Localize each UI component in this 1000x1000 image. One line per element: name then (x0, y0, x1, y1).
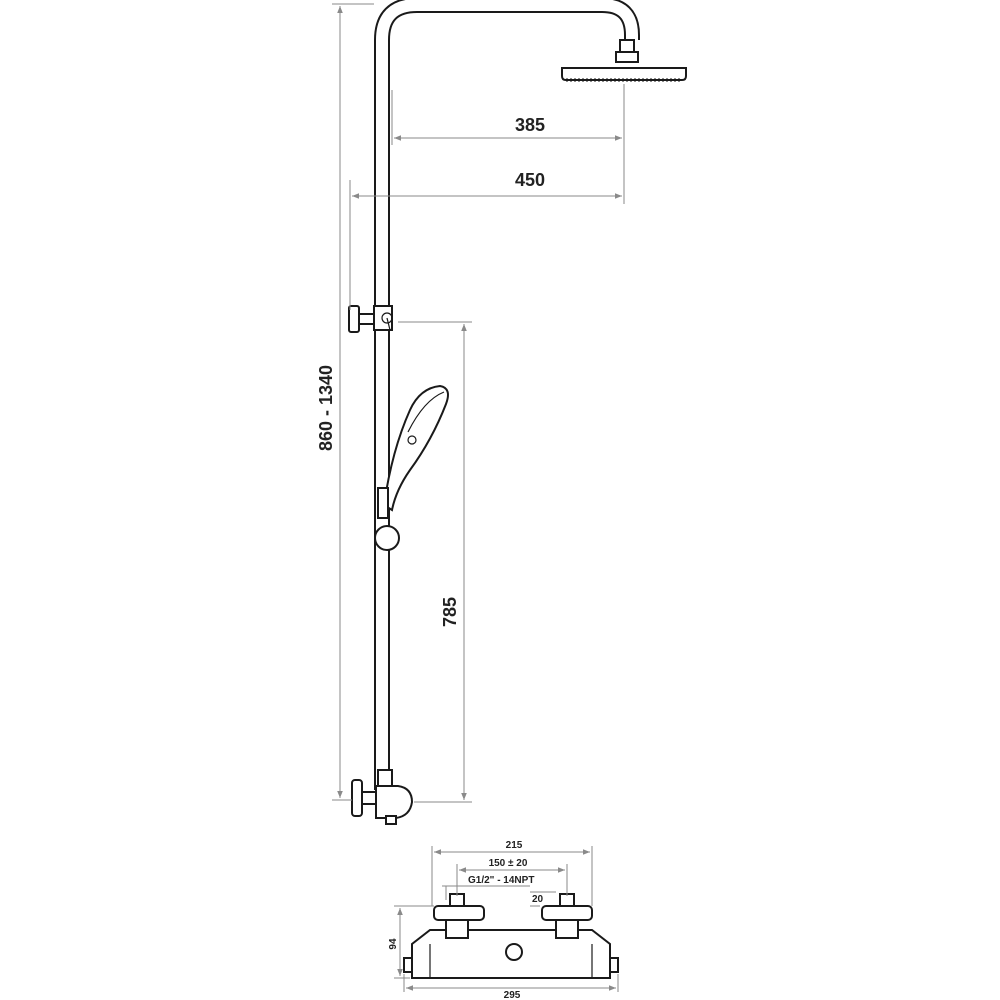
diverter-connection (351, 769, 414, 825)
dimension-inlet-thread: G1/2" - 14NPT (442, 875, 534, 900)
slider-knob (374, 525, 400, 551)
shower-column (348, 0, 687, 825)
inlet-left (433, 893, 485, 939)
outlet-port (505, 943, 523, 961)
thermostatic-mixer (403, 893, 619, 979)
dimension-height-range: 860 - 1340 (316, 3, 374, 801)
dimension-mixer-total-width: 295 (403, 974, 619, 1000)
dimension-inlet-spacing: 150 ± 20 (456, 858, 568, 896)
dimension-arm-reach: 450 (349, 145, 625, 310)
label-arm-reach: 450 (515, 170, 545, 190)
dimension-mixer-height: 94 (388, 905, 434, 979)
label-mixer-width: 215 (506, 840, 523, 851)
dimension-handset-height: 785 (398, 321, 472, 803)
label-mixer-total-width: 295 (504, 990, 521, 1000)
rain-shower-head (561, 39, 687, 82)
hand-shower (377, 384, 449, 519)
label-mixer-height: 94 (388, 938, 399, 950)
inlet-right (541, 893, 593, 939)
wall-bracket-upper (348, 305, 393, 333)
label-handset-height: 785 (440, 597, 460, 627)
label-inlet-thread: G1/2" - 14NPT (468, 875, 534, 886)
label-head-reach: 385 (515, 115, 545, 135)
label-inlet-spacing: 150 ± 20 (489, 858, 528, 869)
dimension-head-reach: 385 (391, 84, 625, 145)
dimension-mixer-width: 215 (431, 840, 593, 906)
dimension-inlet-depth: 20 (530, 891, 556, 907)
label-inlet-depth: 20 (532, 894, 544, 905)
label-height-range: 860 - 1340 (316, 365, 336, 451)
